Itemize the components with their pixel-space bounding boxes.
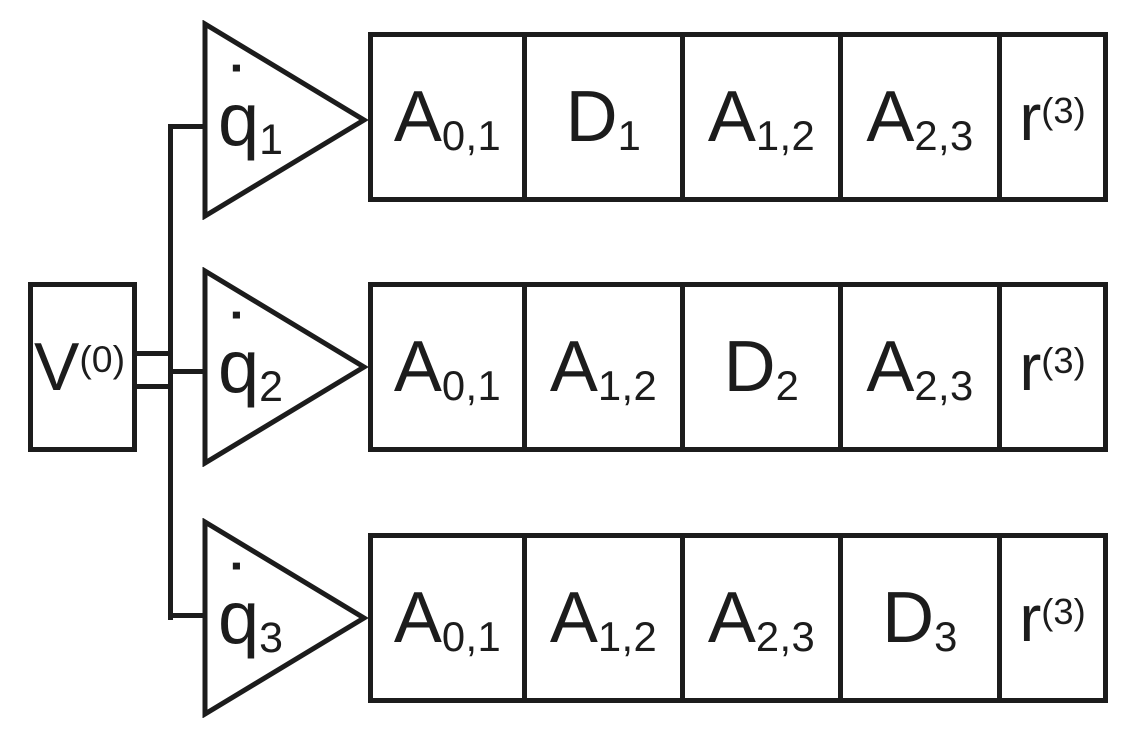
- gain-label-1: q˙1: [218, 51, 284, 165]
- block-a12: A1,2: [680, 32, 843, 202]
- block-r3: r(3): [997, 282, 1108, 452]
- block-a12: A1,2: [522, 533, 685, 703]
- block-a23: A2,3: [680, 533, 843, 703]
- block-label: A0,1: [393, 327, 502, 410]
- branch-wire-2: [171, 369, 208, 374]
- gain-label-3: q˙3: [218, 549, 284, 663]
- block-label: A0,1: [393, 77, 502, 160]
- overdot-icon: ˙: [226, 549, 254, 641]
- triangle-outline-icon: [202, 20, 368, 220]
- block-label: A2,3: [866, 327, 974, 410]
- block-row-3: A0,1 A1,2 A2,3 D3 r(3): [368, 533, 1108, 703]
- block-label: D3: [882, 578, 958, 661]
- block-label: A0,1: [393, 578, 502, 661]
- block-label: r(3): [1019, 581, 1086, 655]
- block-r3: r(3): [997, 32, 1108, 202]
- source-connector-line-top: [135, 351, 173, 356]
- triangle-outline-icon: [202, 267, 368, 467]
- block-r3: r(3): [997, 533, 1108, 703]
- block-a01: A0,1: [368, 533, 527, 703]
- block-label: D2: [723, 327, 800, 410]
- block-label: A2,3: [866, 77, 974, 160]
- source-connector-line-bottom: [135, 384, 173, 389]
- gain-triangle-1: q˙1: [202, 20, 368, 220]
- block-row-1: A0,1 D1 A1,2 A2,3 r(3): [368, 32, 1108, 202]
- source-label: V(0): [33, 329, 126, 405]
- block-label: D1: [565, 77, 642, 160]
- block-d1: D1: [522, 32, 685, 202]
- gain-label-2: q˙2: [218, 298, 284, 412]
- block-a23: A2,3: [838, 32, 1002, 202]
- gain-triangle-3: q˙3: [202, 518, 368, 718]
- overdot-icon: ˙: [226, 298, 254, 390]
- overdot-icon: ˙: [226, 51, 254, 143]
- block-label: A2,3: [707, 578, 816, 661]
- triangle-outline-icon: [202, 518, 368, 718]
- bus-line: [168, 124, 173, 620]
- block-a01: A0,1: [368, 282, 527, 452]
- block-a12: A1,2: [522, 282, 685, 452]
- block-label: A1,2: [549, 578, 658, 661]
- source-box-v0: V(0): [28, 282, 137, 452]
- block-a01: A0,1: [368, 32, 527, 202]
- block-label: r(3): [1019, 80, 1086, 154]
- branch-wire-3: [168, 613, 208, 618]
- block-d2: D2: [680, 282, 843, 452]
- branch-wire-1: [168, 124, 208, 129]
- block-row-2: A0,1 A1,2 D2 A2,3 r(3): [368, 282, 1108, 452]
- block-a23: A2,3: [838, 282, 1002, 452]
- block-d3: D3: [838, 533, 1002, 703]
- gain-triangle-2: q˙2: [202, 267, 368, 467]
- block-label: A1,2: [549, 327, 658, 410]
- block-label: r(3): [1019, 330, 1086, 404]
- block-label: A1,2: [707, 77, 816, 160]
